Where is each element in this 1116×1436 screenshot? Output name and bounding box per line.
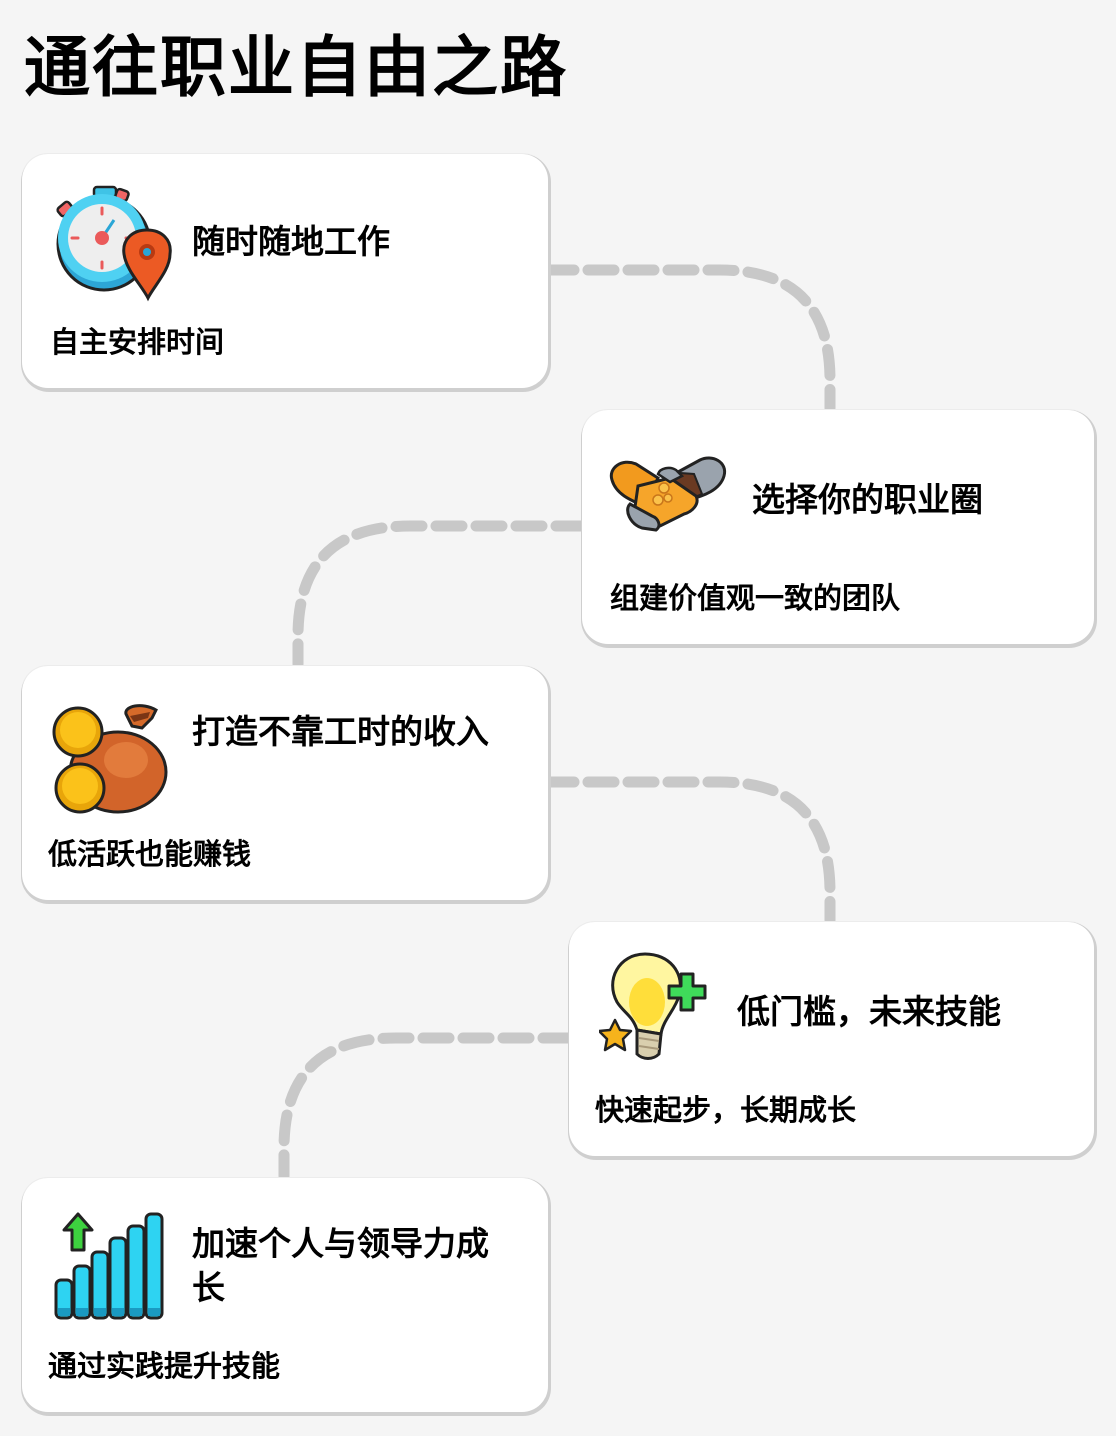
step-title: 随时随地工作 [192, 222, 390, 261]
step-card-5: 加速个人与领导力成长 通过实践提升技能 [22, 1178, 548, 1412]
step-card-2: 选择你的职业圈 组建价值观一致的团队 [582, 410, 1094, 644]
handshake-icon [609, 456, 727, 532]
stopwatch-location-icon [56, 185, 172, 302]
step-title: 选择你的职业圈 [752, 480, 983, 519]
step-subtitle: 自主安排时间 [50, 325, 225, 359]
growth-bars-arrow-icon [54, 1212, 164, 1320]
connector-2-3 [292, 520, 588, 670]
connector-4-5 [278, 1032, 575, 1182]
step-card-4: 低门槛，未来技能 快速起步，长期成长 [569, 922, 1094, 1156]
connector-1-2 [542, 264, 836, 414]
step-card-3: 打造不靠工时的收入 低活跃也能赚钱 [22, 666, 548, 900]
step-card-1: 随时随地工作 自主安排时间 [22, 154, 548, 388]
step-subtitle: 通过实践提升技能 [48, 1349, 281, 1383]
lightbulb-plus-star-icon [599, 952, 707, 1060]
step-subtitle: 低活跃也能赚钱 [48, 837, 252, 871]
money-bag-coins-icon [52, 704, 168, 814]
page-title: 通往职业自由之路 [24, 29, 568, 106]
step-title: 低门槛，未来技能 [737, 992, 1001, 1031]
step-title: 打造不靠工时的收入 [192, 712, 489, 751]
step-subtitle: 快速起步，长期成长 [595, 1093, 857, 1127]
step-title: 加速个人与领导力成长 [192, 1224, 489, 1307]
step-subtitle: 组建价值观一致的团队 [610, 581, 901, 615]
connector-3-4 [542, 776, 836, 926]
